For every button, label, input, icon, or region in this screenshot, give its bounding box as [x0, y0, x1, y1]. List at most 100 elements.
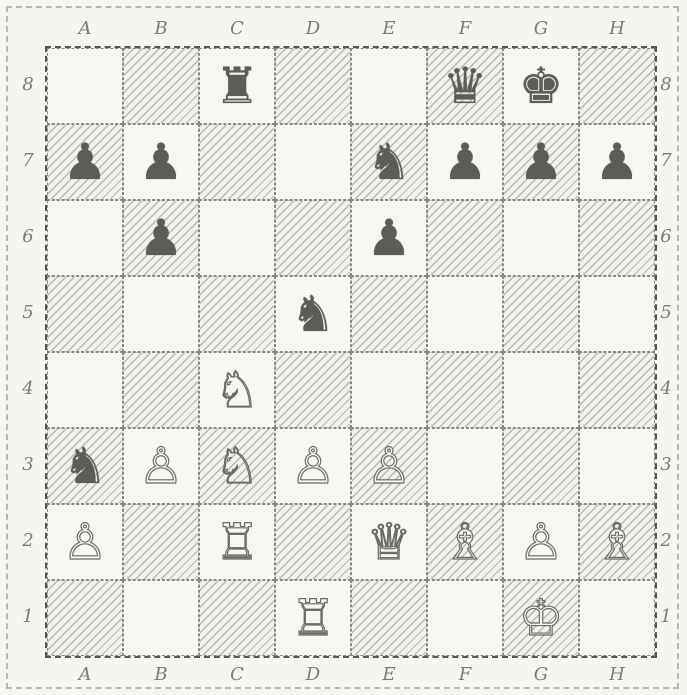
square-d7[interactable] — [275, 124, 351, 200]
white-queen-icon[interactable]: ♕ — [367, 517, 412, 567]
white-king-icon[interactable]: ♔ — [519, 593, 564, 643]
square-f4[interactable] — [427, 352, 503, 428]
square-c7[interactable] — [199, 124, 275, 200]
square-e4[interactable] — [351, 352, 427, 428]
square-c8[interactable]: ♜ — [199, 48, 275, 124]
square-b2[interactable] — [123, 504, 199, 580]
square-c6[interactable] — [199, 200, 275, 276]
square-c1[interactable] — [199, 580, 275, 656]
rank-label-3-right: 3 — [654, 454, 678, 475]
square-e2[interactable]: ♕ — [351, 504, 427, 580]
square-g7[interactable]: ♟ — [503, 124, 579, 200]
file-label-c-top: C — [225, 18, 249, 39]
white-rook-icon[interactable]: ♖ — [215, 517, 260, 567]
square-d1[interactable]: ♖ — [275, 580, 351, 656]
black-pawn-icon[interactable]: ♟ — [63, 137, 108, 187]
white-pawn-icon[interactable]: ♙ — [519, 517, 564, 567]
file-label-f-bottom: F — [453, 664, 477, 685]
square-a5[interactable] — [47, 276, 123, 352]
square-f7[interactable]: ♟ — [427, 124, 503, 200]
square-c3[interactable]: ♘ — [199, 428, 275, 504]
square-h6[interactable] — [579, 200, 655, 276]
square-e5[interactable] — [351, 276, 427, 352]
square-f2[interactable]: ♗ — [427, 504, 503, 580]
square-f1[interactable] — [427, 580, 503, 656]
square-d8[interactable] — [275, 48, 351, 124]
square-g4[interactable] — [503, 352, 579, 428]
square-h8[interactable] — [579, 48, 655, 124]
square-g6[interactable] — [503, 200, 579, 276]
square-g3[interactable] — [503, 428, 579, 504]
white-rook-icon[interactable]: ♖ — [291, 593, 336, 643]
square-d2[interactable] — [275, 504, 351, 580]
square-f6[interactable] — [427, 200, 503, 276]
square-b5[interactable] — [123, 276, 199, 352]
square-a3[interactable]: ♞ — [47, 428, 123, 504]
white-knight-icon[interactable]: ♘ — [215, 441, 260, 491]
black-pawn-icon[interactable]: ♟ — [443, 137, 488, 187]
white-pawn-icon[interactable]: ♙ — [291, 441, 336, 491]
black-pawn-icon[interactable]: ♟ — [519, 137, 564, 187]
rank-label-6-right: 6 — [654, 226, 678, 247]
rank-label-7-left: 7 — [16, 150, 40, 171]
square-c5[interactable] — [199, 276, 275, 352]
black-knight-icon[interactable]: ♞ — [63, 441, 108, 491]
square-g1[interactable]: ♔ — [503, 580, 579, 656]
white-pawn-icon[interactable]: ♙ — [367, 441, 412, 491]
square-d6[interactable] — [275, 200, 351, 276]
square-d4[interactable] — [275, 352, 351, 428]
square-b8[interactable] — [123, 48, 199, 124]
square-f5[interactable] — [427, 276, 503, 352]
square-e1[interactable] — [351, 580, 427, 656]
black-rook-icon[interactable]: ♜ — [215, 61, 260, 111]
square-b1[interactable] — [123, 580, 199, 656]
square-h3[interactable] — [579, 428, 655, 504]
square-b6[interactable]: ♟ — [123, 200, 199, 276]
rank-label-4-right: 4 — [654, 378, 678, 399]
square-g5[interactable] — [503, 276, 579, 352]
square-b4[interactable] — [123, 352, 199, 428]
square-h1[interactable] — [579, 580, 655, 656]
square-h5[interactable] — [579, 276, 655, 352]
white-bishop-icon[interactable]: ♗ — [595, 517, 640, 567]
square-h4[interactable] — [579, 352, 655, 428]
square-c4[interactable]: ♘ — [199, 352, 275, 428]
black-pawn-icon[interactable]: ♟ — [139, 213, 184, 263]
file-label-c-bottom: C — [225, 664, 249, 685]
black-queen-icon[interactable]: ♛ — [443, 61, 488, 111]
black-king-icon[interactable]: ♚ — [519, 61, 564, 111]
square-d5[interactable]: ♞ — [275, 276, 351, 352]
square-f3[interactable] — [427, 428, 503, 504]
square-e8[interactable] — [351, 48, 427, 124]
square-b3[interactable]: ♙ — [123, 428, 199, 504]
square-a8[interactable] — [47, 48, 123, 124]
square-h7[interactable]: ♟ — [579, 124, 655, 200]
square-a7[interactable]: ♟ — [47, 124, 123, 200]
square-h2[interactable]: ♗ — [579, 504, 655, 580]
square-e6[interactable]: ♟ — [351, 200, 427, 276]
white-bishop-icon[interactable]: ♗ — [443, 517, 488, 567]
square-c2[interactable]: ♖ — [199, 504, 275, 580]
black-knight-icon[interactable]: ♞ — [367, 137, 412, 187]
rank-label-2-right: 2 — [654, 530, 678, 551]
square-a4[interactable] — [47, 352, 123, 428]
black-pawn-icon[interactable]: ♟ — [595, 137, 640, 187]
white-pawn-icon[interactable]: ♙ — [63, 517, 108, 567]
square-b7[interactable]: ♟ — [123, 124, 199, 200]
black-pawn-icon[interactable]: ♟ — [367, 213, 412, 263]
square-a1[interactable] — [47, 580, 123, 656]
white-pawn-icon[interactable]: ♙ — [139, 441, 184, 491]
square-a6[interactable] — [47, 200, 123, 276]
square-d3[interactable]: ♙ — [275, 428, 351, 504]
square-a2[interactable]: ♙ — [47, 504, 123, 580]
square-f8[interactable]: ♛ — [427, 48, 503, 124]
square-g8[interactable]: ♚ — [503, 48, 579, 124]
black-knight-icon[interactable]: ♞ — [291, 289, 336, 339]
square-e7[interactable]: ♞ — [351, 124, 427, 200]
black-pawn-icon[interactable]: ♟ — [139, 137, 184, 187]
white-knight-icon[interactable]: ♘ — [215, 365, 260, 415]
square-g2[interactable]: ♙ — [503, 504, 579, 580]
rank-label-7-right: 7 — [654, 150, 678, 171]
square-e3[interactable]: ♙ — [351, 428, 427, 504]
file-label-g-top: G — [529, 18, 553, 39]
